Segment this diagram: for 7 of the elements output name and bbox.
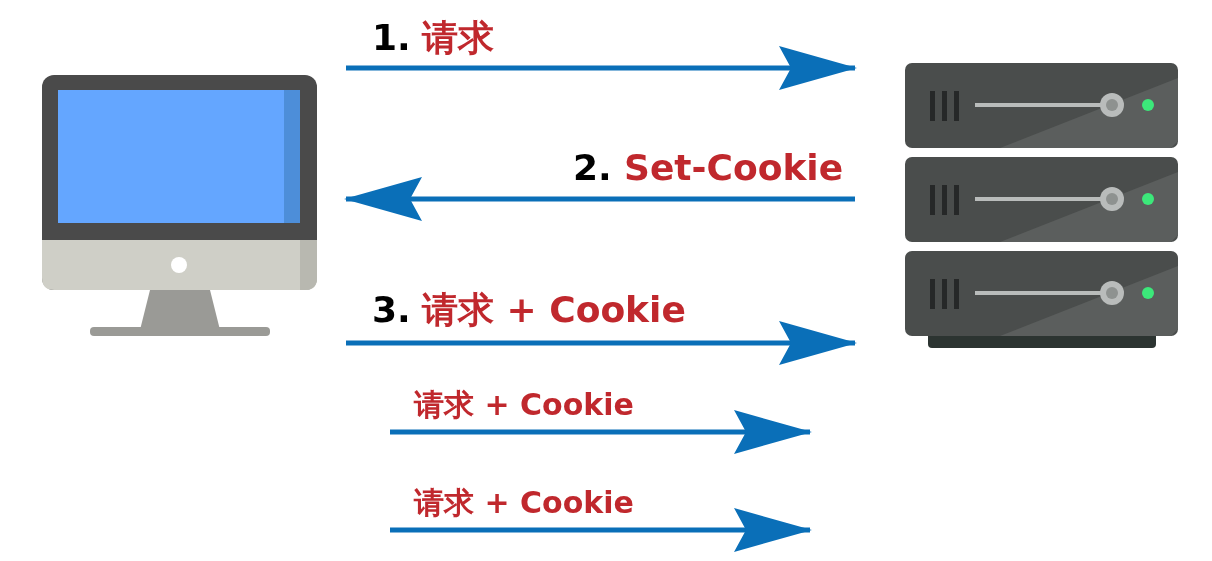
arrow-label: 请求 + Cookie xyxy=(414,488,634,518)
arrow xyxy=(346,46,857,90)
arrow-label: 请求 + Cookie xyxy=(414,390,634,420)
arrow xyxy=(346,321,857,365)
edge-label: 请求 xyxy=(422,20,494,56)
arrow xyxy=(344,177,855,221)
edge-label: 请求 + Cookie xyxy=(422,292,686,328)
